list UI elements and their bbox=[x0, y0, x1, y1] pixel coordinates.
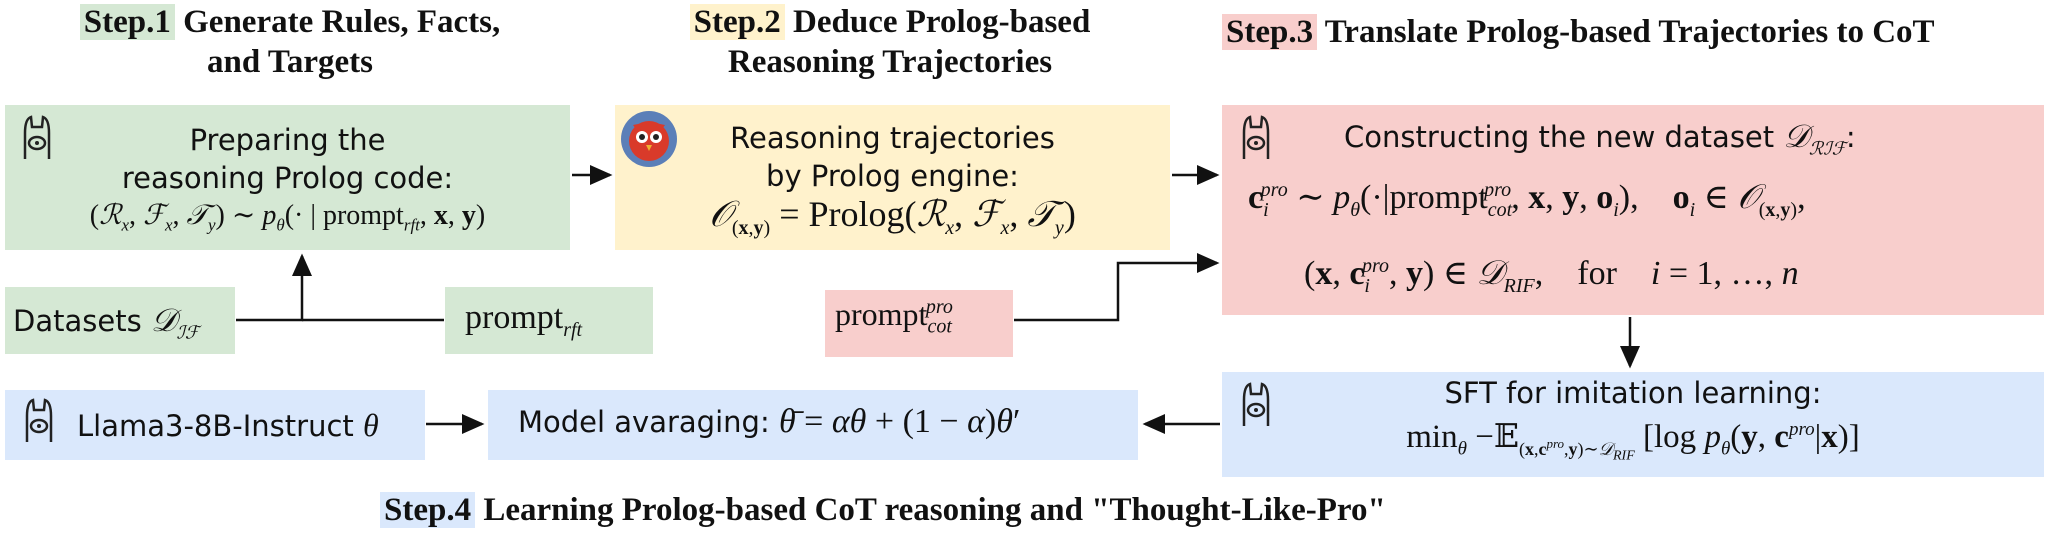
prompt-cot-label: promptcotpro bbox=[835, 296, 953, 338]
step3-title: Translate Prolog-based Trajectories to C… bbox=[1324, 14, 1935, 50]
model-averaging-label: Model avaraging: θ̄ = αθ + (1 − α)θ′ bbox=[518, 403, 1021, 440]
prepare-prolog-box: Preparing the reasoning Prolog code: (ℛx… bbox=[5, 105, 570, 250]
llama-icon bbox=[25, 398, 53, 442]
prompt-rft-box: promptrft bbox=[445, 287, 653, 354]
construct-dataset-box: Constructing the new dataset 𝒟ℛℐℱ: cipro… bbox=[1222, 105, 2044, 315]
llama-icon bbox=[1242, 115, 1270, 159]
reasoning-line2: by Prolog engine: bbox=[766, 159, 1019, 193]
step1-title-a: Generate Rules, Facts, bbox=[183, 4, 501, 40]
step1-title-b: and Targets bbox=[207, 44, 373, 80]
step4-tag: Step.4 bbox=[380, 492, 476, 528]
llama-icon bbox=[1242, 382, 1270, 426]
step1-tag: Step.1 bbox=[79, 4, 175, 40]
construct-eq2: (x, cipro, y) ∈ 𝒟RIF, for i = 1, …, n bbox=[1304, 254, 1799, 297]
step4-title: Learning Prolog-based CoT reasoning and … bbox=[483, 492, 1386, 528]
prolog-owl-icon bbox=[621, 111, 677, 167]
construct-eq1: cipro ∼ pθ(·|promptcotpro, x, y, oi), oi… bbox=[1248, 178, 1806, 221]
prompt-rft-label: promptrft bbox=[465, 299, 583, 341]
datasets-box: Datasets 𝒟ℐℱ bbox=[5, 287, 235, 354]
prepare-formula: (ℛx, ℱx, 𝒯y) ∼ pθ(· | promptrft, x, y) bbox=[89, 200, 486, 235]
step4-header: Step.4 Learning Prolog-based CoT reasoni… bbox=[380, 490, 1386, 530]
model-averaging-box: Model avaraging: θ̄ = αθ + (1 − α)θ′ bbox=[488, 390, 1138, 460]
step2-header: Step.2 Deduce Prolog-based Reasoning Tra… bbox=[640, 2, 1140, 82]
reasoning-formula: 𝒪(x,y) = Prolog(ℛx, ℱx, 𝒯y) bbox=[709, 194, 1076, 240]
reasoning-trajectories-box: Reasoning trajectories by Prolog engine:… bbox=[615, 105, 1170, 250]
datasets-label: Datasets 𝒟ℐℱ bbox=[13, 302, 200, 343]
step2-title-a: Deduce Prolog-based bbox=[793, 4, 1091, 40]
arrow-promptcot-to-construct bbox=[1014, 253, 1220, 322]
llama-model-box: Llama3-8B-Instruct θ bbox=[5, 390, 425, 460]
step3-tag: Step.3 bbox=[1222, 14, 1318, 50]
arrow-datasets-to-prepare bbox=[236, 253, 312, 322]
llama-model-label: Llama3-8B-Instruct θ bbox=[77, 407, 379, 443]
step1-header: Step.1 Generate Rules, Facts, and Target… bbox=[30, 2, 550, 82]
sft-line1: SFT for imitation learning: bbox=[1444, 376, 1822, 410]
sft-box: SFT for imitation learning: minθ −𝔼(x,cp… bbox=[1222, 372, 2044, 477]
prompt-cot-box: promptcotpro bbox=[825, 290, 1013, 357]
sft-formula: minθ −𝔼(x,cpro,y)∼𝒟RIF [log pθ(y, cpro|x… bbox=[1406, 419, 1860, 464]
construct-line1: Constructing the new dataset 𝒟ℛℐℱ: bbox=[1344, 118, 1856, 159]
step2-tag: Step.2 bbox=[689, 4, 785, 40]
prepare-line2: reasoning Prolog code: bbox=[121, 161, 454, 195]
reasoning-line1: Reasoning trajectories bbox=[730, 121, 1055, 155]
step2-title-b: Reasoning Trajectories bbox=[727, 44, 1053, 80]
step3-header: Step.3 Translate Prolog-based Trajectori… bbox=[1222, 12, 1935, 52]
llama-icon bbox=[23, 115, 51, 159]
prepare-line1: Preparing the bbox=[189, 123, 386, 157]
